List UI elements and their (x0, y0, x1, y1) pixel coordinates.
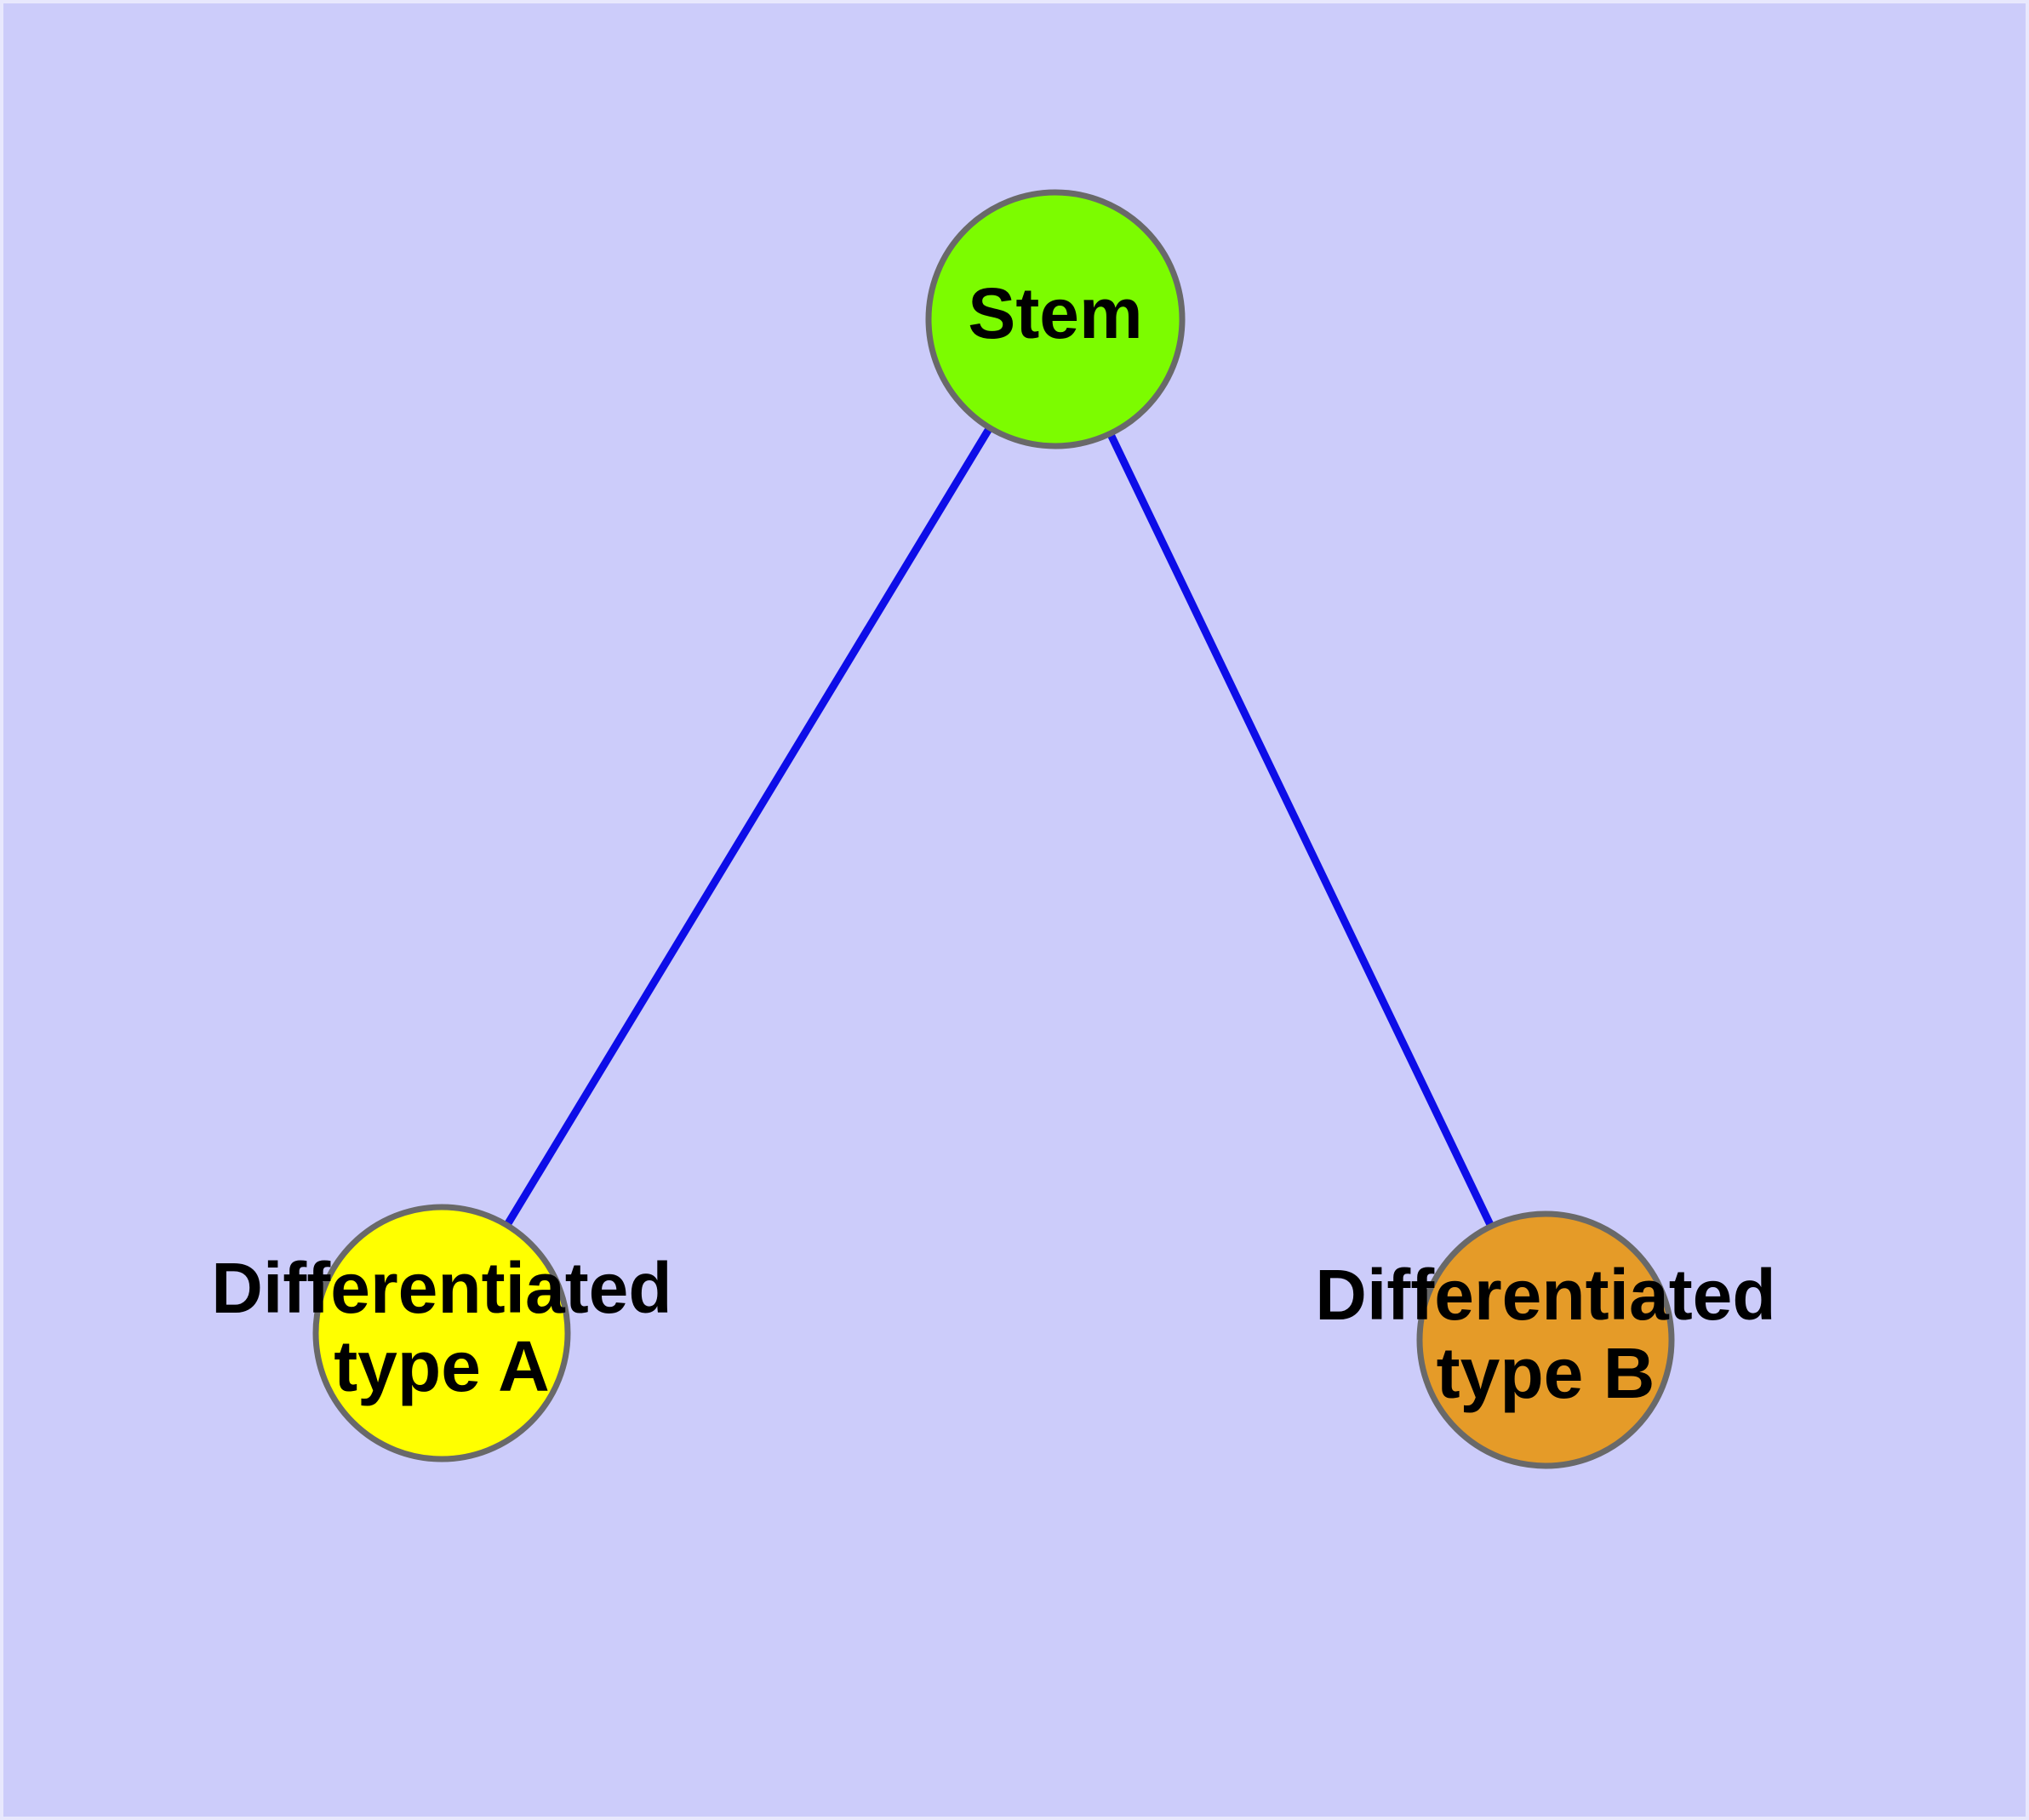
graph-node-label-line: Differentiated (211, 1248, 672, 1328)
graph-node-label-line: type B (1437, 1333, 1655, 1413)
graph-node-label-line: Stem (968, 273, 1142, 353)
graph-node-stem[interactable] (925, 189, 1186, 449)
edges-layer (438, 317, 1550, 1342)
graph-node-label-line: Differentiated (1315, 1255, 1775, 1335)
graph-node-label-stem: Stem (968, 273, 1142, 353)
graph-node-diff-b[interactable] (1416, 1210, 1675, 1469)
graph-node-diff-a[interactable] (312, 1204, 571, 1462)
nodes-layer (312, 189, 1675, 1469)
graph-edge-stem-to-diff-a[interactable] (438, 317, 1059, 1336)
graph-edge-stem-to-diff-b[interactable] (1051, 318, 1550, 1342)
graph-node-label-line: type A (334, 1326, 550, 1406)
